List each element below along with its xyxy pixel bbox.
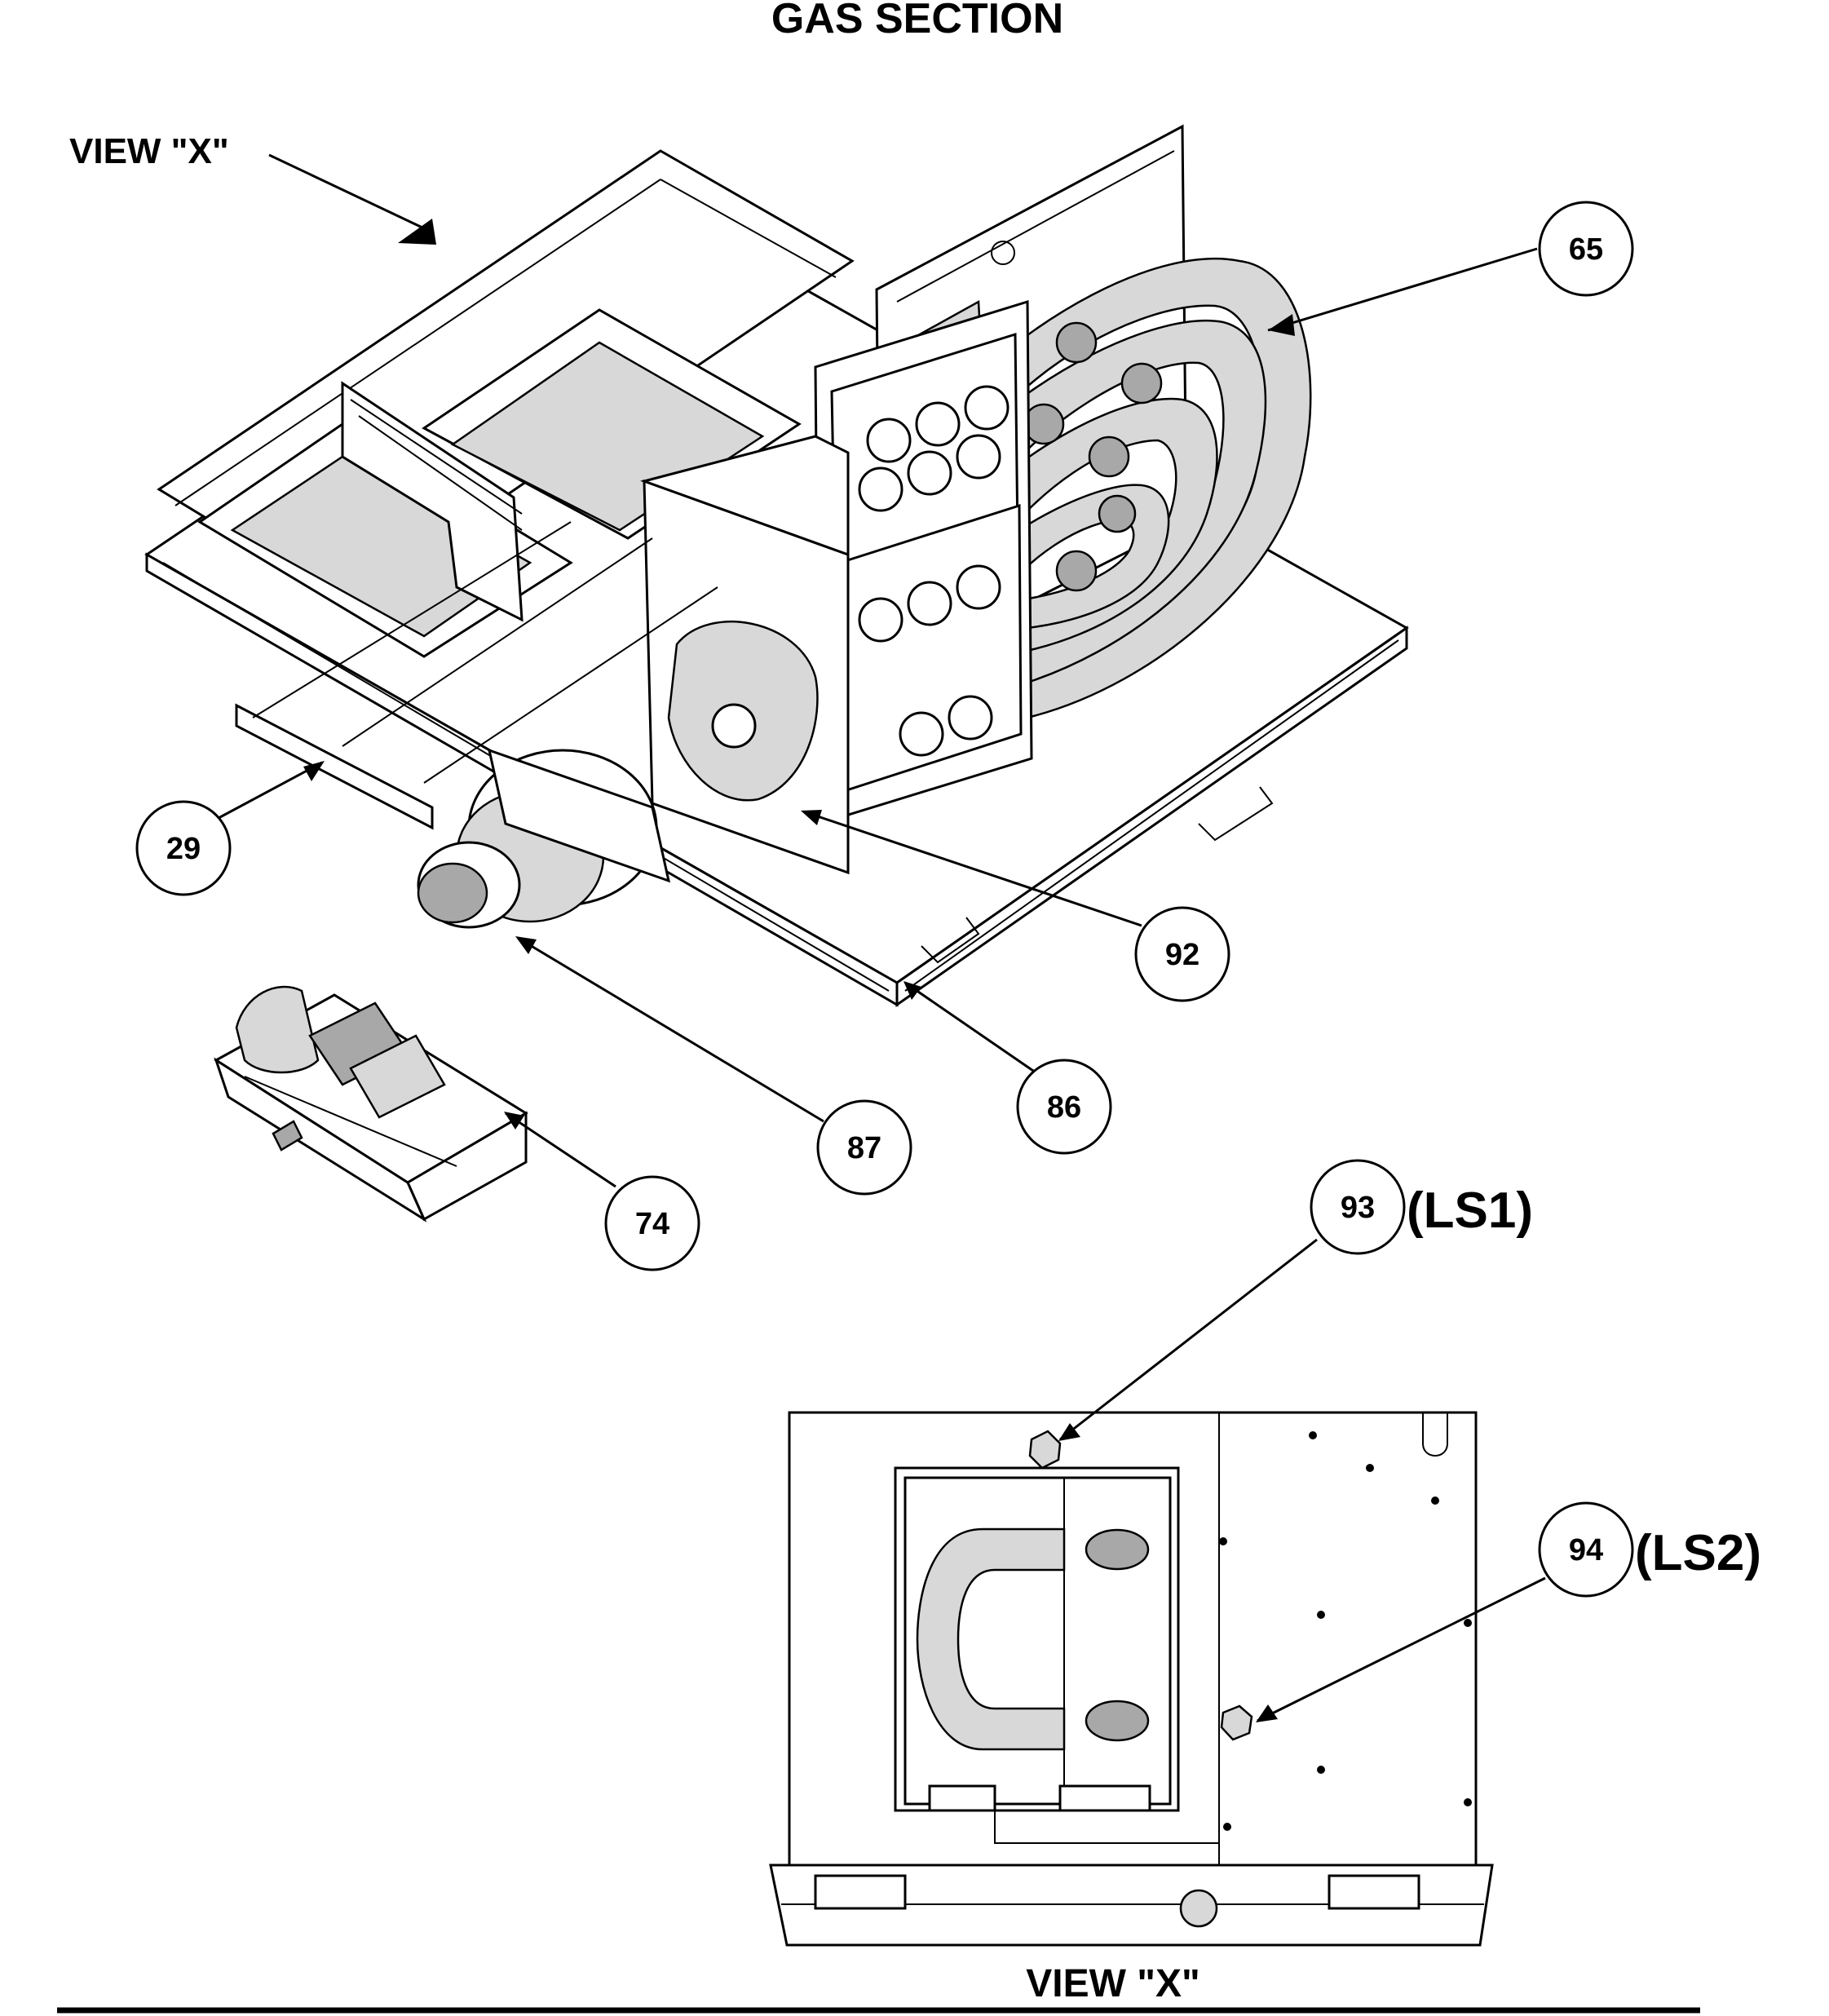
callout-29-text: 29 <box>166 832 201 866</box>
callout-65: 65 <box>1267 201 1634 336</box>
callout-86: 86 <box>903 981 1112 1155</box>
callout-93: 93 (LS1) <box>1058 1159 1533 1441</box>
callout-65-text: 65 <box>1569 232 1603 267</box>
diagram-title: GAS SECTION <box>771 0 1063 42</box>
gas-valve-assembly <box>214 985 528 1222</box>
callout-92-text: 92 <box>1165 938 1199 972</box>
view-pointer-label: VIEW "X" <box>69 131 229 171</box>
callout-74-text: 74 <box>635 1207 669 1241</box>
callout-86-text: 86 <box>1047 1090 1081 1125</box>
view-x-detail <box>769 1411 1494 1947</box>
view-x-caption: VIEW "X" <box>1026 1962 1200 2005</box>
callout-74: 74 <box>504 1112 700 1271</box>
filter-strip <box>235 521 718 830</box>
callout-93-text: 93 <box>1341 1191 1375 1225</box>
callout-94-text: 94 <box>1569 1533 1603 1567</box>
callout-29: 29 <box>135 761 325 896</box>
callout-87-text: 87 <box>847 1131 881 1165</box>
limit-switch-ls1-icon <box>1028 1430 1062 1470</box>
inducer-box <box>639 435 850 875</box>
limit-switch-ls2-icon <box>1220 1704 1253 1741</box>
callout-87: 87 <box>515 936 912 1196</box>
limit-switch-ls2-label: (LS2) <box>1635 1525 1761 1581</box>
callout-92: 92 <box>801 810 1230 1002</box>
limit-switch-ls1-label: (LS1) <box>1407 1183 1533 1239</box>
blower-motor <box>417 748 671 929</box>
view-pointer-arrow-icon <box>398 219 436 245</box>
callout-94: 94 (LS2) <box>1256 1501 1761 1722</box>
view-pointer-line <box>268 153 425 230</box>
